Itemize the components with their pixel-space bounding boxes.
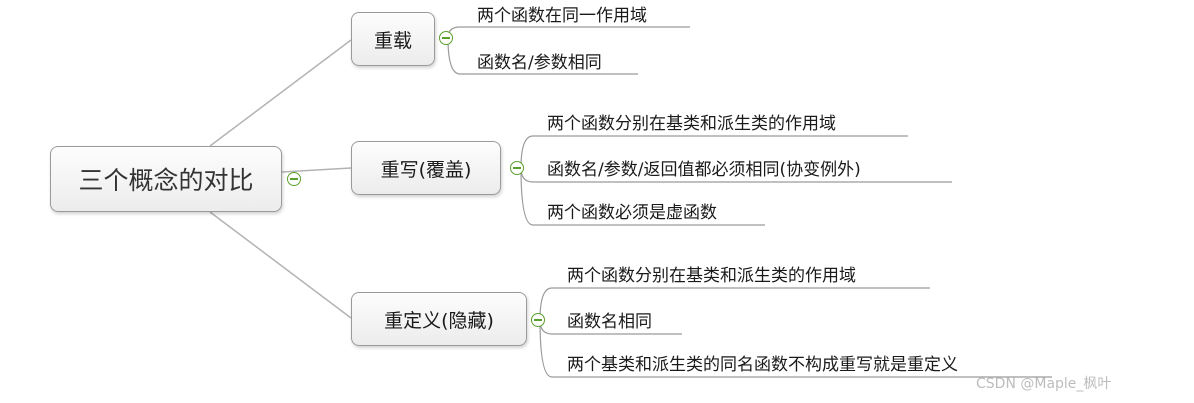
leaf-override-2: 函数名/参数/返回值都必须相同(协变例外) xyxy=(547,160,861,180)
connector-override-leaf-3 xyxy=(520,167,765,226)
connector-overload-leaf-1 xyxy=(447,26,690,39)
collapse-icon-redefine[interactable] xyxy=(531,313,545,327)
branch-node-overload[interactable]: 重载 xyxy=(351,12,435,66)
leaf-redefine-3: 两个基类和派生类的同名函数不构成重写就是重定义 xyxy=(567,355,958,375)
connector-root-to-redefine xyxy=(209,211,352,319)
branch-node-redefine[interactable]: 重定义(隐藏) xyxy=(351,292,527,346)
leaf-redefine-2: 函数名相同 xyxy=(567,312,652,332)
leaf-overload-2: 函数名/参数相同 xyxy=(477,53,602,73)
collapse-icon-override[interactable] xyxy=(510,161,524,175)
connector-redefine-leaf-3 xyxy=(539,319,1052,378)
watermark: CSDN @Maple_枫叶 xyxy=(976,376,1112,392)
root-node[interactable]: 三个概念的对比 xyxy=(50,146,282,212)
branch-node-label: 重定义(隐藏) xyxy=(384,309,494,332)
leaf-override-3: 两个函数必须是虚函数 xyxy=(547,203,717,223)
branch-node-override[interactable]: 重写(覆盖) xyxy=(351,141,501,195)
leaf-override-1: 两个函数分别在基类和派生类的作用域 xyxy=(547,114,836,134)
leaf-overload-1: 两个函数在同一作用域 xyxy=(477,6,647,26)
connector-root-to-overload xyxy=(209,39,352,147)
root-node-label: 三个概念的对比 xyxy=(78,166,254,195)
collapse-icon-root[interactable] xyxy=(287,172,301,186)
branch-node-label: 重载 xyxy=(373,29,412,52)
branch-node-label: 重写(覆盖) xyxy=(380,158,472,181)
connector-overload-leaf-2 xyxy=(447,37,638,75)
leaf-redefine-1: 两个函数分别在基类和派生类的作用域 xyxy=(567,266,856,286)
collapse-icon-overload[interactable] xyxy=(439,31,453,45)
connector-root-to-override xyxy=(281,167,352,173)
